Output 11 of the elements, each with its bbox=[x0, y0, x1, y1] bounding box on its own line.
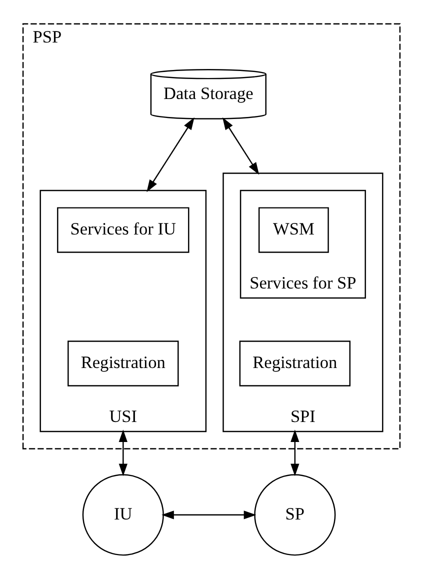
node-circle: SP bbox=[254, 474, 336, 556]
node-box: Services for IU bbox=[57, 207, 190, 253]
arrow bbox=[290, 430, 300, 476]
arrow bbox=[146, 117, 194, 192]
node-circle: IU bbox=[82, 474, 164, 556]
node-box: Registration bbox=[239, 340, 351, 386]
arrow bbox=[222, 117, 260, 175]
node-box: Registration bbox=[68, 340, 179, 386]
node-box: WSM bbox=[258, 207, 329, 253]
arrow bbox=[162, 510, 256, 520]
arrow bbox=[118, 430, 128, 476]
